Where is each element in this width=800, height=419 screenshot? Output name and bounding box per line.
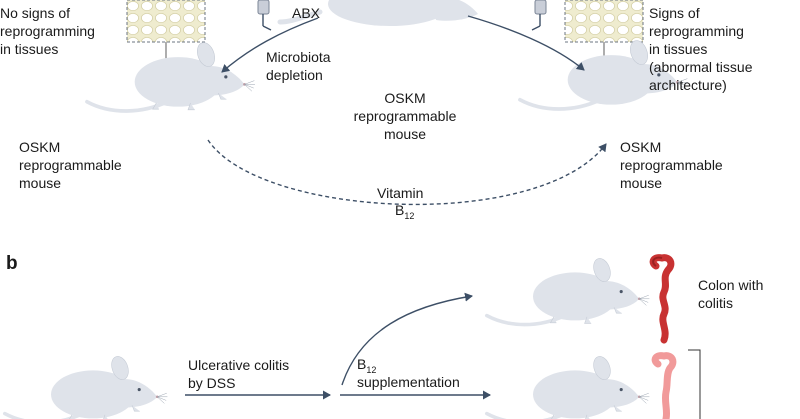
label-supp-b12: B12 <box>357 356 377 375</box>
bracket <box>688 349 701 419</box>
label-oskm-center: OSKM reprogrammable mouse <box>353 90 457 142</box>
label-vitamin-b12: B12 <box>395 202 415 221</box>
label-signs: Signs of reprogramming in tissues (abnor… <box>649 5 753 93</box>
tissue-abnormal-box <box>564 0 644 43</box>
colon-healthy-icon <box>651 352 677 419</box>
mouse-dss <box>3 352 170 419</box>
top-mouse <box>277 0 478 26</box>
label-abx: ABX <box>292 5 321 21</box>
label-supplementation: supplementation <box>357 374 460 390</box>
mouse-b12 <box>484 352 652 419</box>
label-no-signs: No signs of reprogramming in tissues <box>0 5 95 57</box>
syringe-left-icon <box>257 0 272 31</box>
panel-letter-b: b <box>6 253 18 274</box>
label-vitamin: Vitamin <box>377 185 424 201</box>
colon-colitis-icon <box>649 254 675 344</box>
arrow-to-colitis <box>341 292 473 386</box>
label-colon-colitis: Colon with colitis <box>698 277 764 311</box>
mouse-colitis <box>484 254 652 327</box>
tissue-normal-box <box>126 0 206 43</box>
label-ulcerative-colitis: Ulcerative colitis by DSS <box>188 357 290 391</box>
syringe-right-icon <box>531 0 547 31</box>
label-microbiota-depletion: Microbiota depletion <box>266 49 331 83</box>
mouse-left <box>85 38 257 113</box>
dashed-arrow-vitamin-b12 <box>207 139 607 206</box>
arrow-to-left-mouse <box>221 17 319 73</box>
label-oskm-right: OSKM reprogrammable mouse <box>620 139 723 191</box>
label-oskm-left: OSKM reprogrammable mouse <box>19 139 122 191</box>
arrow-to-right-mouse <box>467 15 585 71</box>
